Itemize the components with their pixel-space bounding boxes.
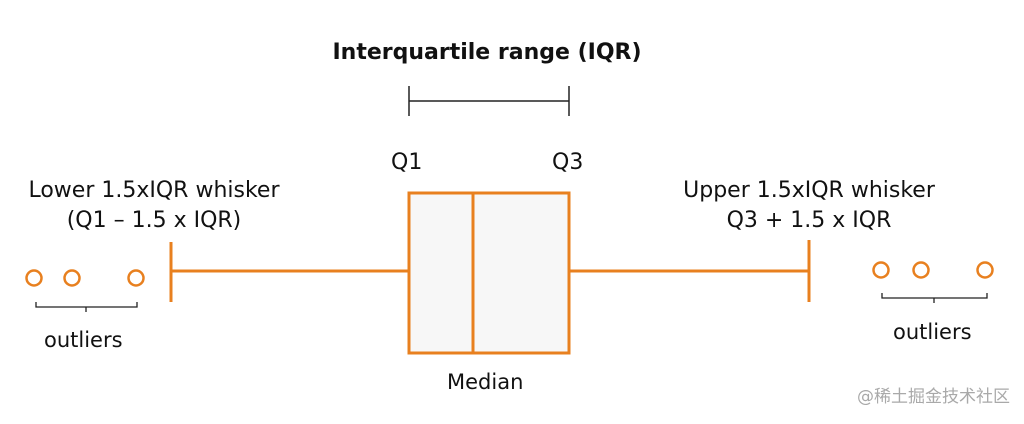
outliers-label-left: outliers [44, 328, 123, 352]
q3-label: Q3 [552, 150, 584, 175]
q1-label: Q1 [391, 150, 423, 175]
outliers-label-right: outliers [893, 320, 972, 344]
outlier-point [63, 269, 81, 287]
lower-whisker-label: Lower 1.5xIQR whisker [28, 178, 280, 203]
outliers-bracket-left [35, 302, 138, 312]
median-label: Median [447, 370, 524, 394]
outlier-point [127, 269, 145, 287]
outlier-point [872, 261, 890, 279]
lower-whisker-annotation: Lower 1.5xIQR whisker (Q1 – 1.5 x IQR) [22, 176, 286, 235]
iqr-bracket [408, 86, 570, 116]
outlier-point [976, 261, 994, 279]
outliers-bracket-right [881, 293, 988, 303]
diagram-title: Interquartile range (IQR) [332, 40, 642, 65]
iqr-box [407, 191, 571, 355]
watermark: @稀土掘金技术社区 [857, 387, 1010, 407]
upper-whisker-formula: Q3 + 1.5 x IQR [726, 207, 892, 233]
outlier-point [912, 261, 930, 279]
lower-whisker-formula: (Q1 – 1.5 x IQR) [66, 207, 242, 233]
outlier-point [25, 269, 43, 287]
upper-whisker-annotation: Upper 1.5xIQR whisker Q3 + 1.5 x IQR [676, 176, 942, 235]
upper-whisker-label: Upper 1.5xIQR whisker [683, 178, 935, 203]
